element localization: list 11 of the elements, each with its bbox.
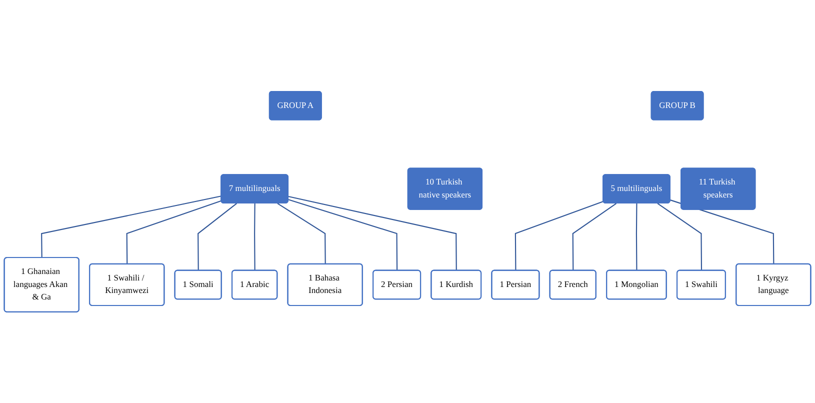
connector <box>277 202 326 264</box>
connector <box>657 202 702 270</box>
connector <box>288 199 398 270</box>
connector <box>288 196 457 270</box>
connector <box>198 202 237 270</box>
connector <box>636 203 638 270</box>
connector <box>572 202 617 270</box>
connector <box>41 196 222 258</box>
connector <box>254 203 256 270</box>
connector <box>126 200 222 264</box>
connector <box>514 200 604 270</box>
